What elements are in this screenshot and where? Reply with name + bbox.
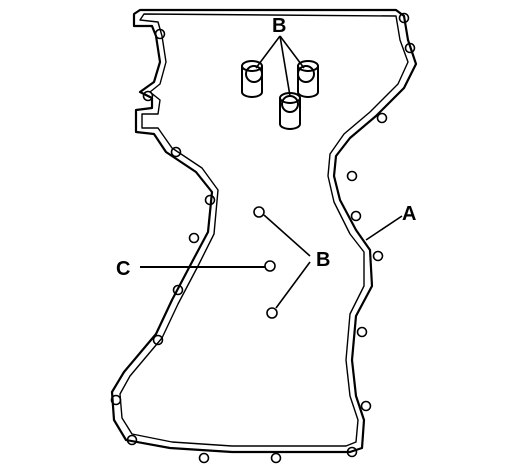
dowel-pin-center: [279, 92, 301, 130]
bolt-hole: [142, 90, 154, 102]
label-a: A: [402, 203, 416, 225]
cover-gasket-outer: [110, 8, 418, 454]
leader-lines-b-top: [255, 35, 305, 97]
bolt-hole: [356, 326, 368, 338]
label-b-top: B: [272, 15, 286, 37]
bolt-hole-lugs: [110, 12, 416, 464]
hole-lower: [266, 307, 278, 319]
bolt-hole: [346, 446, 358, 458]
bolt-hole: [398, 12, 410, 24]
bolt-hole: [350, 210, 362, 222]
hole-middle: [264, 260, 276, 272]
bolt-hole: [152, 334, 164, 346]
dowel-pins: [241, 60, 319, 130]
hole-upper: [253, 206, 265, 218]
dowel-pin-left: [241, 60, 263, 98]
bolt-hole: [170, 146, 182, 158]
bolt-hole: [376, 112, 388, 124]
bolt-hole: [154, 28, 166, 40]
bolt-hole: [126, 434, 138, 446]
leader-lines-b-mid: [263, 214, 311, 309]
cover-gasket-inner: [119, 13, 409, 447]
bolt-hole: [270, 452, 282, 464]
bolt-hole: [204, 194, 216, 206]
bolt-hole: [110, 394, 122, 406]
label-c: C: [116, 258, 130, 280]
bolt-hole: [188, 232, 200, 244]
bolt-hole: [172, 284, 184, 296]
label-b-mid: B: [316, 249, 330, 271]
bolt-hole: [346, 170, 358, 182]
leader-line-a: [365, 215, 403, 241]
bolt-hole: [372, 250, 384, 262]
bolt-hole: [198, 452, 210, 464]
bolt-hole: [404, 42, 416, 54]
bolt-hole: [360, 400, 372, 412]
dowel-pin-right: [297, 60, 319, 98]
